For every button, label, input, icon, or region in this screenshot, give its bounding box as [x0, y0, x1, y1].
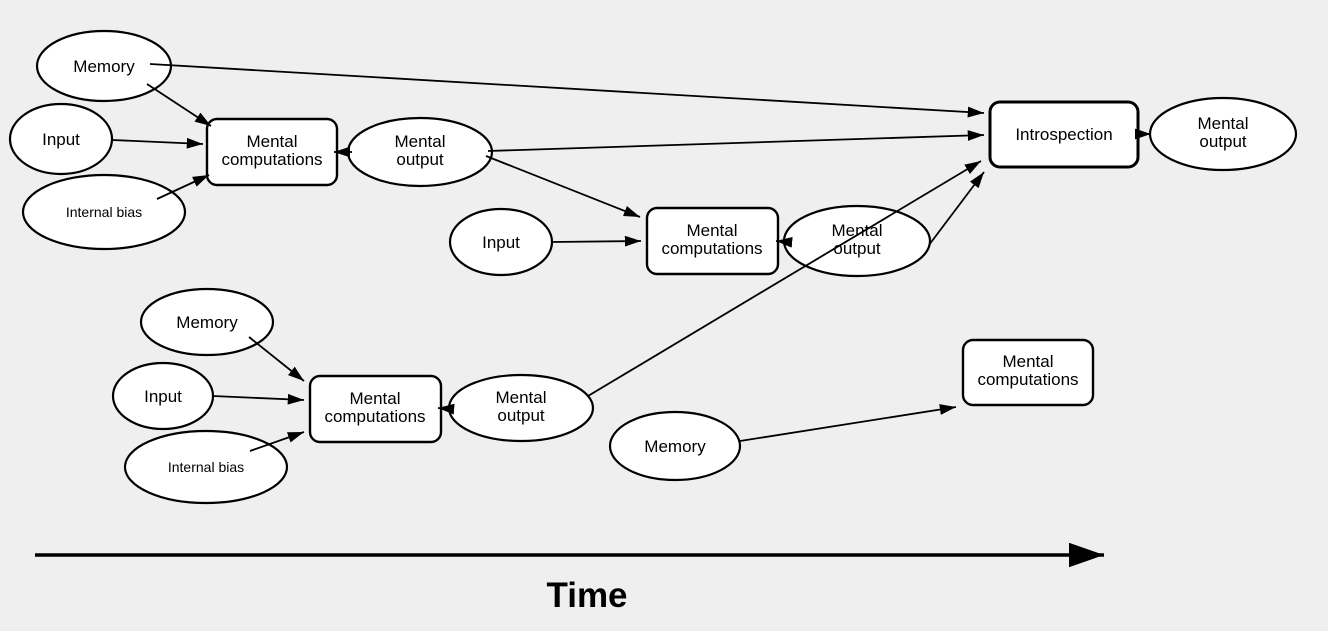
- edge-input-top-to-computations-1: [111, 137, 204, 149]
- edge-memory-bottom-to-computations-3: [248, 336, 305, 382]
- node-label: Input: [482, 233, 520, 252]
- edge-output-1-to-computations-2: [485, 155, 641, 218]
- node-label: Input: [42, 130, 80, 149]
- edge-output-3-computations-3-junction: [437, 403, 455, 415]
- node-label-line2: computations: [221, 150, 322, 169]
- node-label-line1: Mental: [831, 221, 882, 240]
- node-mental-output-3: Mental output: [447, 373, 595, 443]
- node-input-mid: Input: [448, 207, 554, 277]
- time-axis: Time: [35, 542, 1104, 615]
- edge-memory-top-to-introspection: [149, 63, 985, 118]
- node-label-line1: Mental: [686, 221, 737, 240]
- edge-memory-top-to-computations-1: [146, 83, 212, 127]
- edge-input-mid-to-computations-2: [551, 235, 642, 247]
- node-label: Introspection: [1015, 125, 1112, 144]
- node-mental-computations-4: Mental computations: [961, 338, 1095, 407]
- page-bottom-edge: [0, 631, 1328, 636]
- node-label-line1: Mental: [349, 389, 400, 408]
- node-label-line1: Mental: [394, 132, 445, 151]
- node-label-line1: Mental: [1197, 114, 1248, 133]
- time-axis-label: Time: [546, 576, 627, 615]
- edge-output-2-to-introspection: [928, 171, 985, 246]
- node-internal-bias-top: Internal bias: [21, 173, 187, 251]
- node-label: Memory: [73, 57, 135, 76]
- edge-memory-right-to-computations-4: [739, 404, 957, 442]
- node-label-line2: output: [1199, 132, 1247, 151]
- edge-output-1-to-introspection: [487, 130, 985, 152]
- edge-output-2-computations-2-junction: [775, 236, 793, 248]
- node-internal-bias-bottom: Internal bias: [123, 429, 289, 505]
- node-label-line2: output: [396, 150, 444, 169]
- node-label-line2: computations: [977, 370, 1078, 389]
- node-introspection: Introspection: [988, 100, 1140, 169]
- node-label-line2: output: [833, 239, 881, 258]
- node-mental-computations-1: Mental computations: [205, 117, 339, 187]
- node-mental-output-final: Mental output: [1148, 96, 1298, 172]
- edge-internal-bias-top-to-computations-1: [156, 174, 210, 200]
- node-input-top: Input: [8, 102, 114, 176]
- node-label: Internal bias: [66, 204, 142, 220]
- node-memory-right: Memory: [608, 410, 742, 482]
- node-label: Memory: [644, 437, 706, 456]
- node-label: Memory: [176, 313, 238, 332]
- node-label-line2: computations: [324, 407, 425, 426]
- node-label-line2: computations: [661, 239, 762, 258]
- node-label: Input: [144, 387, 182, 406]
- node-mental-output-1: Mental output: [346, 116, 494, 188]
- node-label: Internal bias: [168, 459, 244, 475]
- node-label-line1: Mental: [1002, 352, 1053, 371]
- edge-internal-bias-bottom-to-computations-3: [249, 431, 305, 452]
- node-memory-top: Memory: [35, 29, 173, 103]
- node-label-line2: output: [497, 406, 545, 425]
- node-mental-computations-3: Mental computations: [308, 374, 443, 444]
- node-label-line1: Mental: [246, 132, 297, 151]
- node-input-bottom: Input: [111, 361, 215, 431]
- edge-input-bottom-to-computations-3: [212, 393, 305, 405]
- node-memory-bottom: Memory: [139, 287, 275, 357]
- node-mental-computations-2: Mental computations: [645, 206, 780, 276]
- edge-output-3-to-introspection: [587, 160, 982, 397]
- node-label-line1: Mental: [495, 388, 546, 407]
